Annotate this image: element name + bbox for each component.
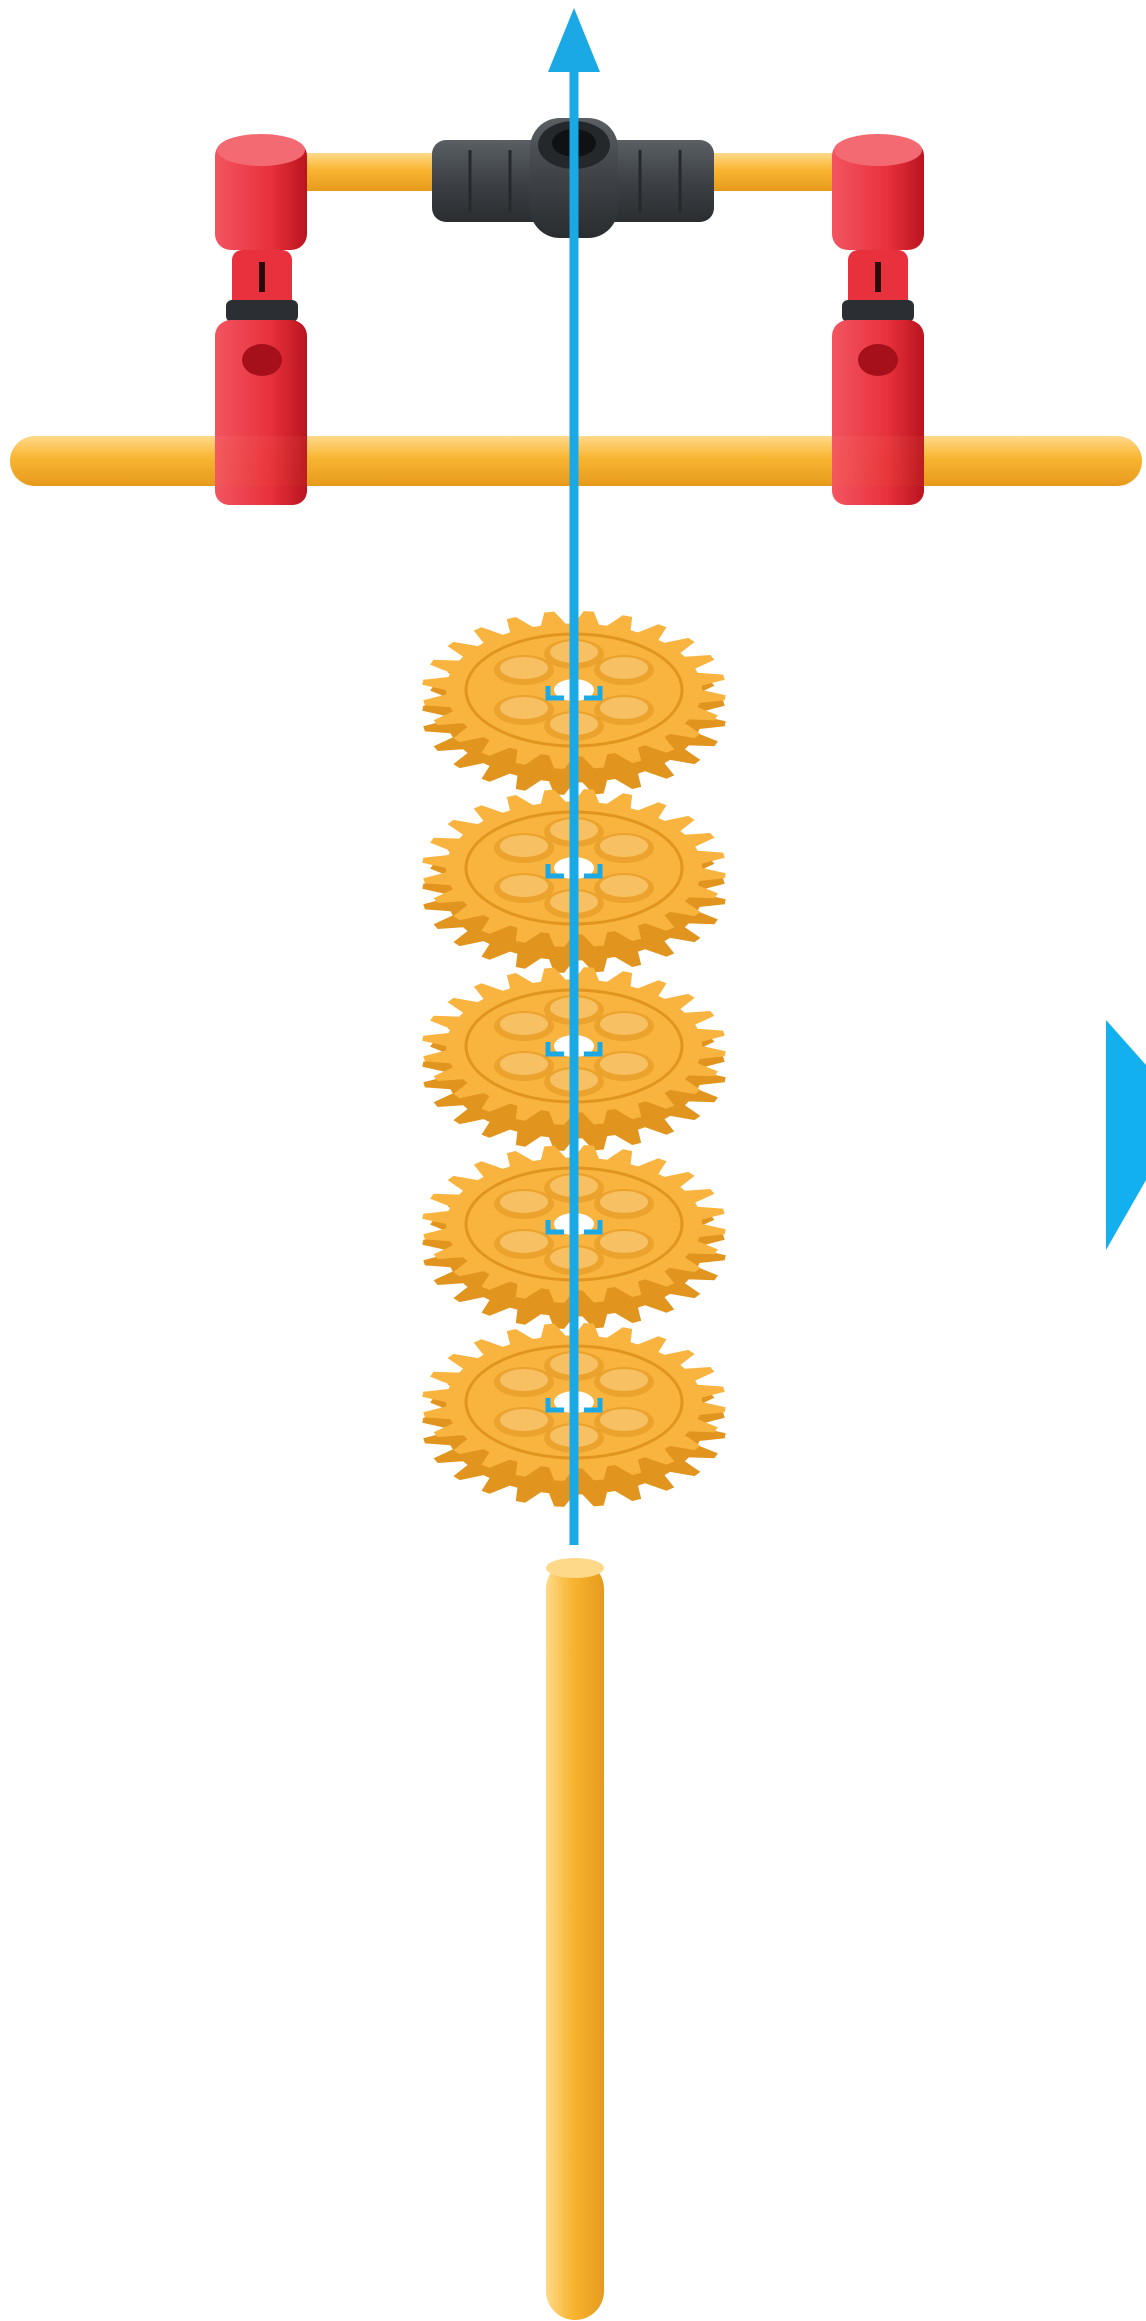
next-arrow-icon[interactable] [1106, 1020, 1146, 1250]
next-step-arrow[interactable] [1106, 1020, 1146, 1250]
long-axle [546, 1558, 604, 2320]
